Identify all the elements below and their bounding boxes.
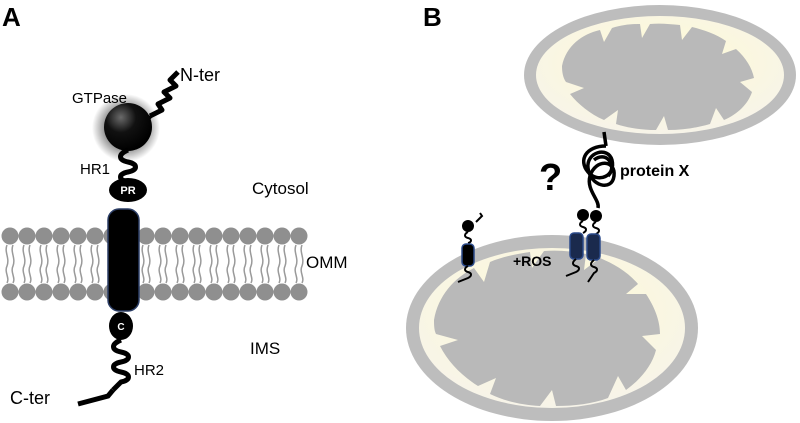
lipid-head-bottom	[256, 283, 274, 301]
lipid-head-bottom	[69, 283, 87, 301]
lipid-tail	[90, 244, 100, 284]
gtpase-label: GTPase	[72, 90, 127, 107]
lipid-head-top	[52, 227, 70, 245]
n-ter-label: N-ter	[180, 65, 220, 85]
mitochondrion-top-matrix	[562, 23, 754, 131]
hr1-label: HR1	[80, 161, 110, 178]
lipid-tail	[209, 244, 219, 284]
hr2-label: HR2	[134, 362, 164, 379]
ims-label: IMS	[250, 339, 280, 358]
c-domain	[109, 312, 133, 340]
lipid-head-top	[205, 227, 223, 245]
lipid-bilayer	[1, 227, 308, 301]
lipid-tail	[175, 244, 185, 284]
lipid-head-bottom	[86, 283, 104, 301]
lipid-head-bottom	[290, 283, 308, 301]
lipid-tail	[226, 244, 236, 284]
mitochondrion-bottom-matrix	[434, 250, 660, 406]
lipid-tail	[277, 244, 287, 284]
protein-x	[582, 131, 616, 209]
pr-label: PR	[120, 185, 135, 197]
lipid-head-top	[1, 227, 19, 245]
lipid-head-top	[154, 227, 172, 245]
mitofusin-dimer	[565, 209, 602, 283]
lipid-tail	[73, 244, 83, 284]
lipid-tail	[39, 244, 49, 284]
mitochondrion-top	[524, 5, 796, 145]
lipid-head-top	[18, 227, 36, 245]
lipid-tail	[192, 244, 202, 284]
mitofusin-small-left	[457, 212, 484, 283]
pr-domain	[109, 178, 147, 202]
lipid-head-top	[239, 227, 257, 245]
lipid-head-top	[222, 227, 240, 245]
lipid-head-top	[86, 227, 104, 245]
transmembrane-domain	[107, 208, 140, 312]
ros-label: +ROS	[513, 253, 552, 269]
lipid-head-top	[256, 227, 274, 245]
lipid-tail	[22, 244, 32, 284]
lipid-head-bottom	[273, 283, 291, 301]
n-terminal-tail	[148, 70, 180, 119]
lipid-tail	[260, 244, 270, 284]
lipid-head-top	[188, 227, 206, 245]
lipid-head-top	[69, 227, 87, 245]
lipid-head-top	[171, 227, 189, 245]
lipid-head-top	[137, 227, 155, 245]
panel-b-letter: B	[423, 2, 442, 32]
lipid-head-bottom	[188, 283, 206, 301]
c-domain-label: C	[117, 322, 124, 333]
lipid-tail	[56, 244, 66, 284]
lipid-head-bottom	[222, 283, 240, 301]
panel-a-letter: A	[2, 2, 21, 32]
lipid-head-bottom	[154, 283, 172, 301]
lipid-tail	[5, 244, 15, 284]
hr2-coil	[111, 337, 131, 392]
lipid-tail	[141, 244, 151, 284]
c-ter-label: C-ter	[10, 388, 50, 408]
question-mark: ?	[539, 157, 562, 199]
mitochondrion-bottom	[406, 235, 698, 421]
lipid-head-bottom	[171, 283, 189, 301]
cytosol-label: Cytosol	[252, 179, 309, 198]
lipid-tail	[158, 244, 168, 284]
lipid-head-top	[290, 227, 308, 245]
lipid-tail	[294, 244, 304, 284]
lipid-head-bottom	[205, 283, 223, 301]
lipid-head-bottom	[18, 283, 36, 301]
omm-label: OMM	[306, 253, 348, 272]
c-terminal-tail	[77, 388, 115, 407]
lipid-head-bottom	[52, 283, 70, 301]
lipid-head-bottom	[35, 283, 53, 301]
lipid-head-bottom	[1, 283, 19, 301]
hr1-coil	[118, 147, 138, 185]
lipid-head-top	[35, 227, 53, 245]
lipid-head-bottom	[137, 283, 155, 301]
protein-x-label: protein X	[620, 163, 690, 180]
lipid-head-bottom	[239, 283, 257, 301]
lipid-head-top	[273, 227, 291, 245]
lipid-tail	[243, 244, 253, 284]
gtpase-domain	[104, 103, 152, 151]
